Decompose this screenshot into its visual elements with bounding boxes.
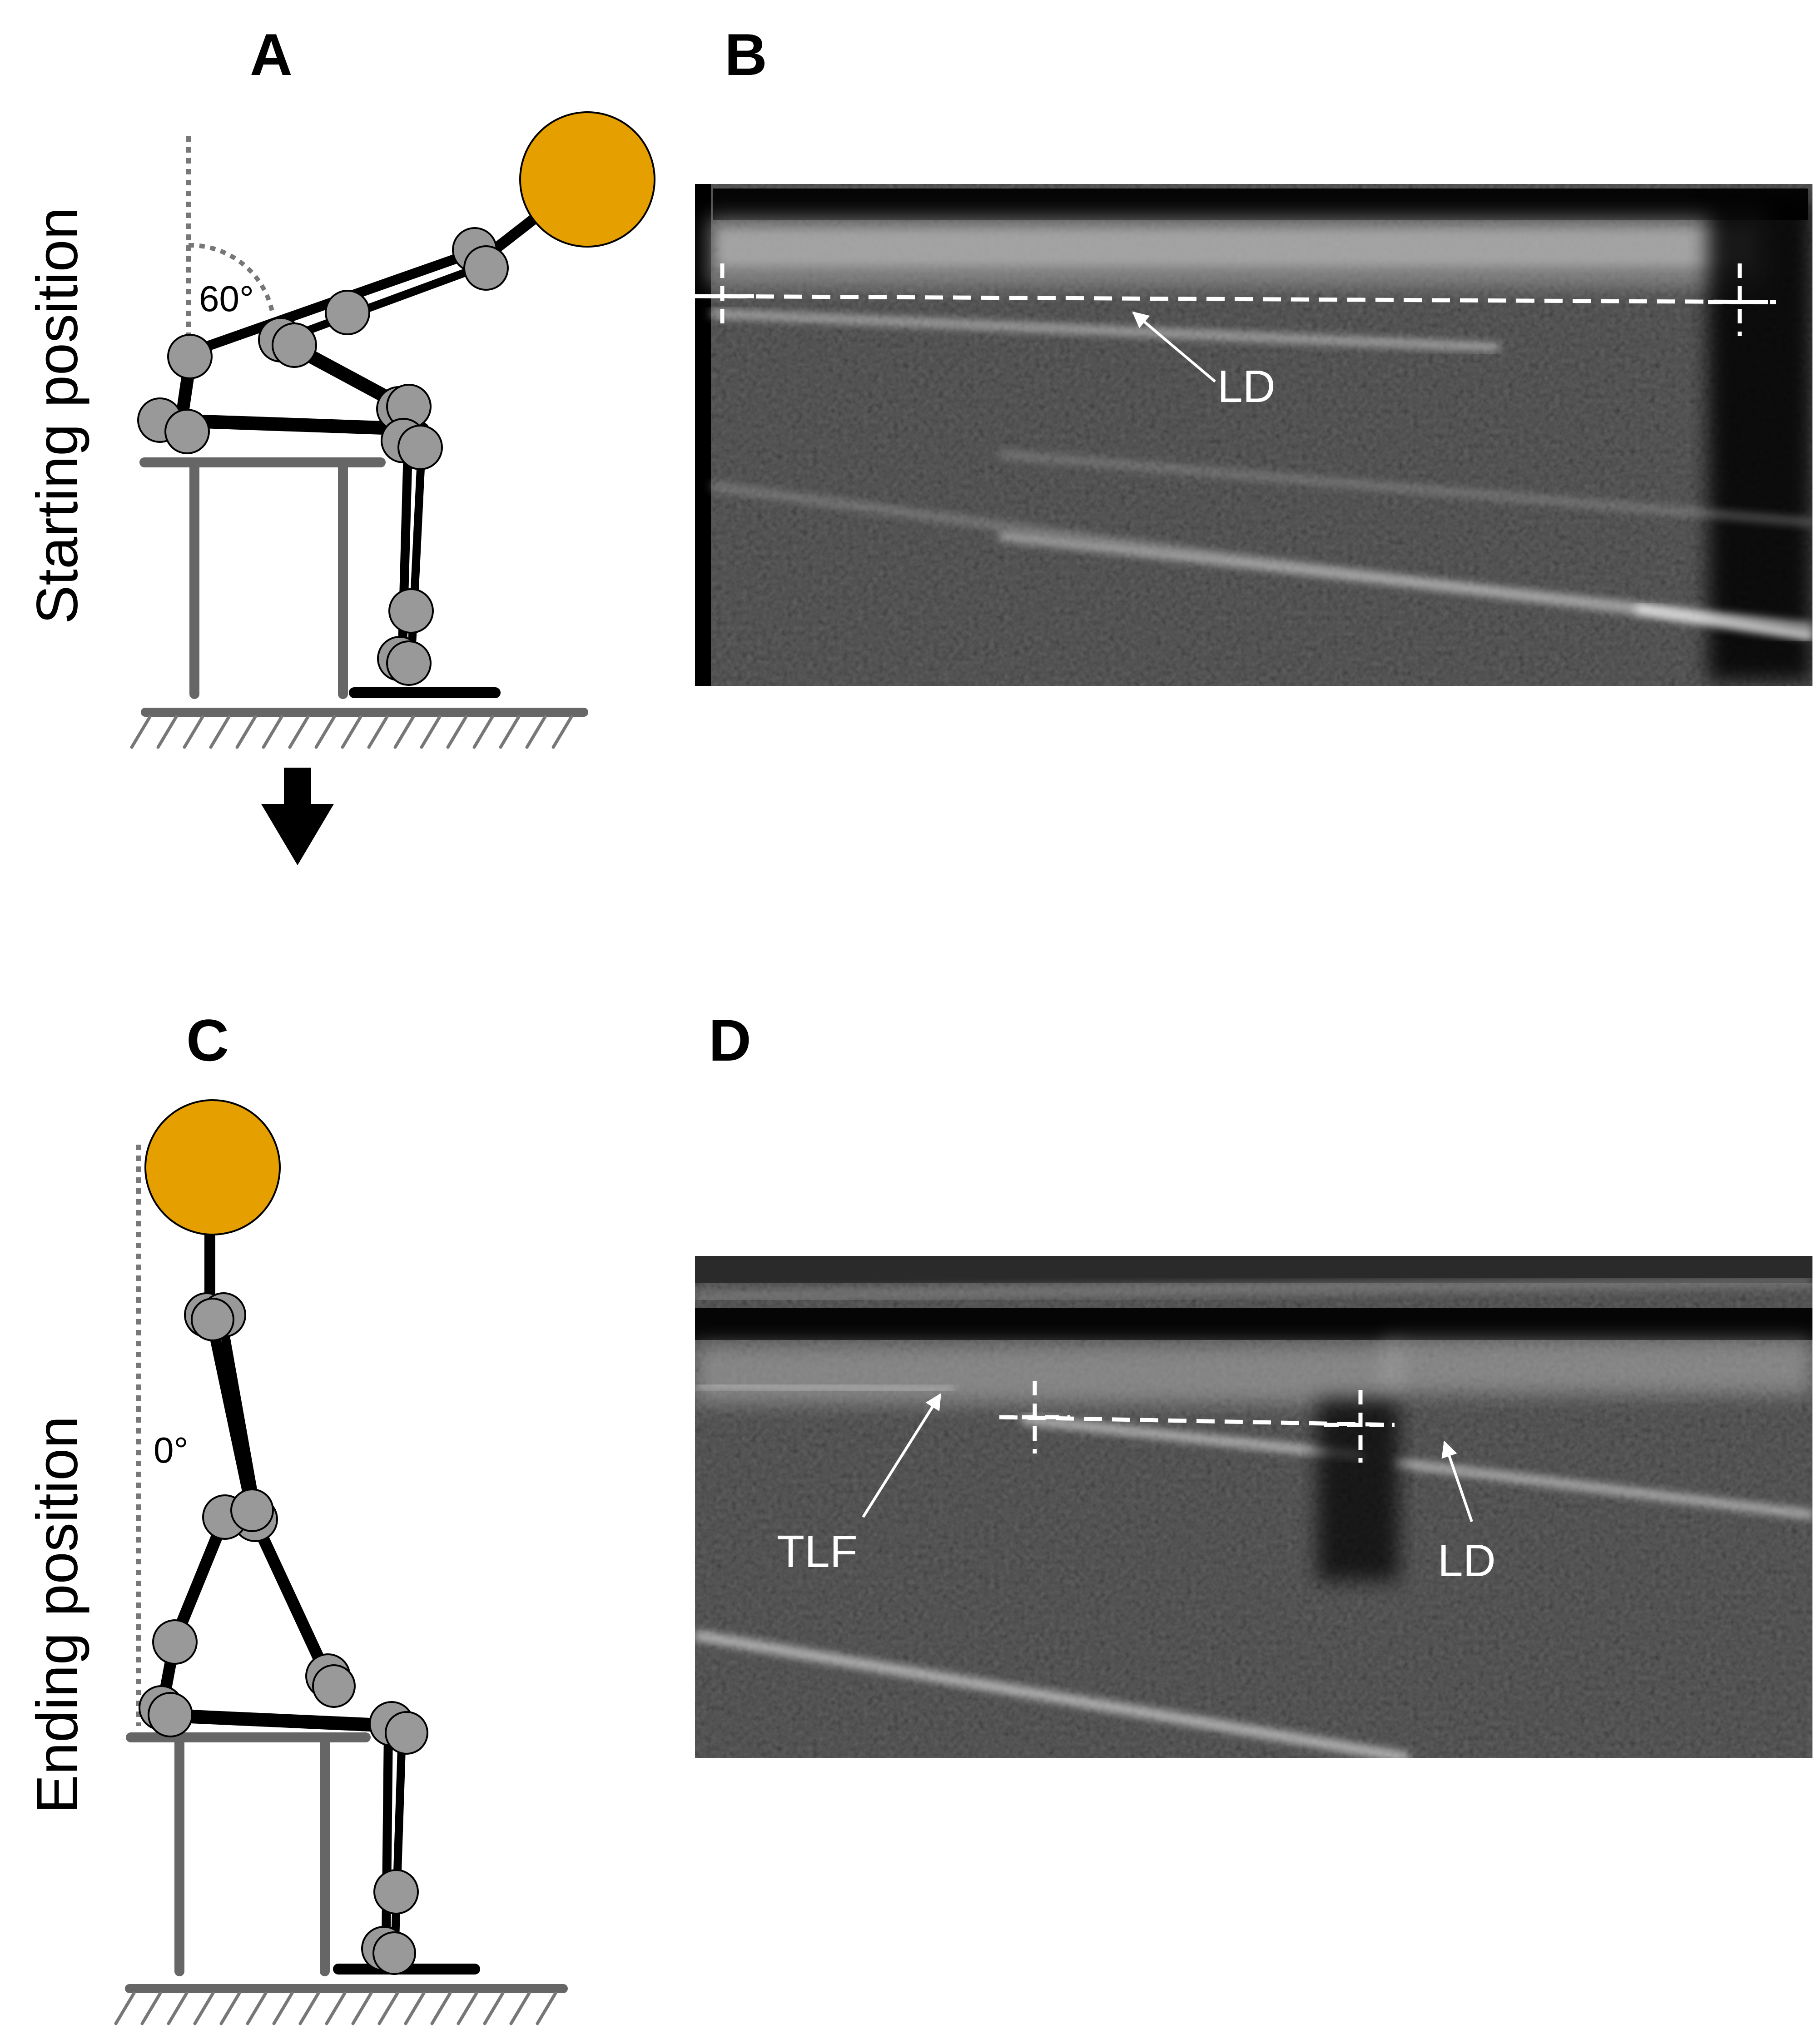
chair-c xyxy=(126,1732,371,1976)
tlf-label-d: TLF xyxy=(777,1526,858,1577)
caliper-left-b xyxy=(695,263,754,332)
chair xyxy=(139,457,386,699)
angle-label-0: 0° xyxy=(154,1430,188,1470)
ultrasound-image-b xyxy=(695,184,1812,686)
panel-letter-b: B xyxy=(725,21,767,88)
caliper-left-d xyxy=(999,1381,1070,1454)
panel-letter-d: D xyxy=(709,1007,751,1073)
tlf-arrow-d xyxy=(862,1393,942,1518)
caliper-right-d xyxy=(1324,1390,1395,1463)
angle-label-60: 60° xyxy=(199,278,254,319)
caliper-right-b xyxy=(1708,263,1776,336)
ultrasound-overlay-d: TLF LD xyxy=(777,1381,1496,1586)
starting-position-figure: 60° xyxy=(130,111,655,749)
angle-arc-60 xyxy=(188,243,275,314)
ending-position-label: Ending position xyxy=(25,1416,90,1813)
ground-hatch-c xyxy=(114,1991,557,2025)
ld-label-b: LD xyxy=(1217,361,1276,412)
head-circle-c xyxy=(144,1099,281,1235)
thickness-measure-line-d xyxy=(999,1415,1395,1427)
transition-arrow xyxy=(261,768,334,865)
joint-markers xyxy=(137,227,509,686)
thickness-measure-line-b xyxy=(699,294,1777,304)
ld-arrow-b xyxy=(1132,311,1216,383)
panel-letter-c: C xyxy=(186,1007,229,1073)
joint-markers-c xyxy=(139,1292,428,1975)
starting-position-label: Starting position xyxy=(25,207,90,624)
ground-hatch xyxy=(130,715,573,749)
panel-letter-a: A xyxy=(250,21,293,88)
ending-position-figure: 0° xyxy=(114,1099,568,2025)
ld-label-d: LD xyxy=(1438,1535,1496,1586)
ld-arrow-d xyxy=(1441,1440,1473,1522)
head-circle xyxy=(519,111,655,248)
ultrasound-overlay-b: LD xyxy=(695,263,1777,412)
stick-limbs xyxy=(157,169,596,698)
ultrasound-image-d xyxy=(695,1256,1812,1758)
